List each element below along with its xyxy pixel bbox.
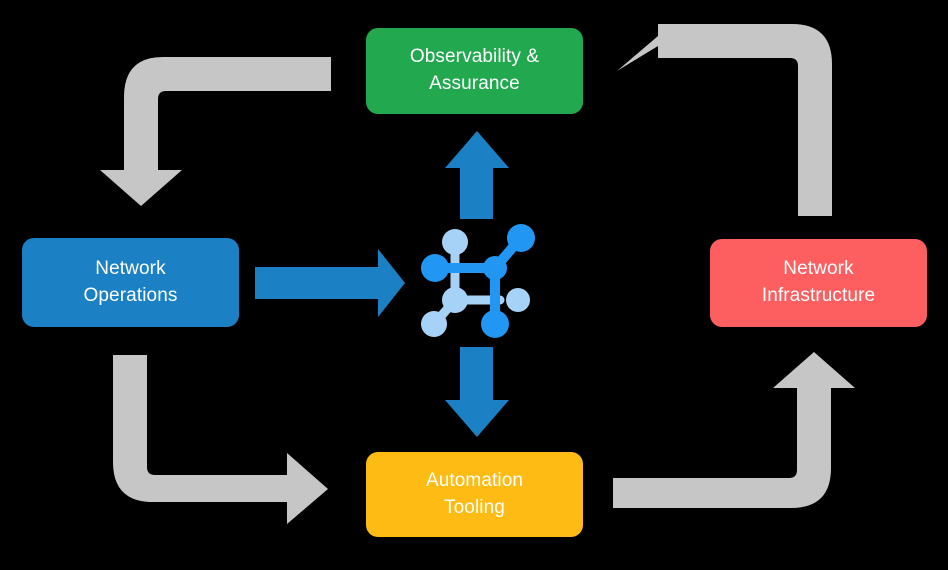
node-box-network-infrastructure[interactable]: Network Infrastructure — [710, 239, 927, 327]
gray-arrow-infrastructure-to-observability — [617, 24, 832, 216]
gray-arrow-operations-to-automation — [113, 355, 328, 524]
blue-arrow-center-to-observability — [445, 131, 509, 219]
network-topology-icon-secondary-nodes — [421, 229, 530, 337]
gray-arrow-automation-to-infrastructure — [613, 352, 855, 508]
blue-arrow-center-to-automation — [445, 347, 509, 437]
blue-arrow-operations-to-center — [255, 249, 405, 317]
node-box-network-operations[interactable]: Network Operations — [22, 238, 239, 327]
node-box-observability-assurance[interactable]: Observability & Assurance — [366, 28, 583, 114]
node-box-automation-tooling[interactable]: Automation Tooling — [366, 452, 583, 537]
network-topology-icon-primary-nodes — [421, 224, 535, 338]
gray-arrow-observability-to-operations — [100, 57, 331, 206]
